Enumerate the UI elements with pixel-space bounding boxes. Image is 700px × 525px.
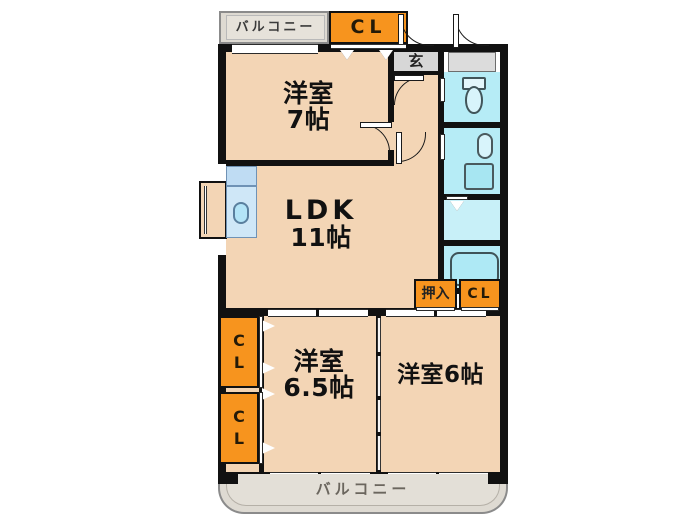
closet-cl-left-upper-border [219,316,259,388]
closet-cl-right-door-rail[interactable] [461,307,499,311]
balcony-bottom-nub-right [488,472,508,484]
closet-door-rail-1[interactable] [259,316,263,388]
window-washitsu-top[interactable] [232,44,318,54]
closet-cl-left-lower-label-l: L [233,429,245,448]
entrance-door-arc-2[interactable] [455,16,489,46]
balcony-bottom-label: バルコニー [315,480,411,499]
fusuma-between-bedrooms[interactable] [377,318,381,470]
closet-oshiire-door-rail[interactable] [416,307,455,311]
closet-cl-left-lower [219,392,259,464]
closet-cl-top [329,11,408,44]
exterior-wall-right [500,44,508,480]
genkan-label: 玄 [408,51,424,70]
closet-cl-left-upper-label-l: L [233,353,245,372]
room-ldk-label: LDK 11帖 [246,190,396,258]
interior-wall-washitsu-ldk [226,160,391,166]
closet-door-rail-2[interactable] [259,392,263,464]
kitchen-bumpout-window [204,186,207,234]
kitchen-sink-basin [233,202,249,224]
interior-wall-wet-column-left [438,122,444,308]
sliding-door-bedroom-right-joint [434,308,437,316]
door-entry-hall-leaf[interactable] [394,75,424,81]
laundry-door-marker[interactable] [446,196,468,200]
closet-arrow-icon-1 [262,320,275,332]
closet-arrow-icon-2 [262,362,275,374]
closet-cl-left-upper [219,316,259,388]
entrance-door-leaf[interactable] [398,14,404,48]
room-ldk-label-line1: LDK [284,194,358,226]
balcony-top-label: バルコニー [235,19,316,35]
room-washitsu-top-label-line2: 7帖 [286,105,331,134]
closet-cl-left-lower-label: C L [219,392,259,464]
exterior-wall-left [218,44,226,164]
wall-toilet-washroom [444,122,508,128]
room-washitsu-top-label: 洋室 7帖 [226,72,391,142]
balcony-top-inner-line [226,15,325,40]
toilet-bowl [465,86,483,114]
closet-cl-right [459,279,501,309]
room-bedroom-left-label-line1: 洋室 [293,346,345,376]
closet-cl-right-label: CL [467,285,493,302]
wall-laundry-bath [444,240,508,246]
room-bedroom-right-label-line1: 洋室6帖 [397,361,484,388]
closet-oshiire-label: 押入 [421,285,450,302]
balcony-bottom-nub-left [218,472,238,484]
room-bedroom-right-fill [381,316,500,472]
interior-wall-washitsu-right [388,52,394,122]
door-washroom[interactable] [440,134,445,160]
room-bedroom-left-label: 洋室 6.5帖 [262,340,376,410]
room-ldk-fill [226,160,444,308]
fusuma-joint-3 [376,432,381,436]
interior-wall-entry-bottom [391,69,438,75]
balcony-bottom-inner [226,474,500,506]
kitchen-counter-upper [226,166,257,186]
door-toilet[interactable] [440,78,445,102]
room-washitsu-top-label-line1: 洋室 [282,78,334,108]
closet-cl-top-arrow-icon-2 [379,50,393,60]
closet-cl-top-label: CL [350,15,387,38]
room-bedroom-right-label: 洋室6帖 [381,355,500,395]
fusuma-joint-1 [376,352,381,356]
interior-wall-washitsu-right-lower [388,150,394,166]
closet-cl-left-lower-border [219,392,259,464]
wall-washroom-laundry [444,194,508,200]
closet-cl-left-upper-label-c: C [233,331,245,351]
shoe-cabinet [448,52,496,72]
closet-cl-top-arrow-icon-1 [340,50,354,60]
sliding-door-bedroom-left-joint [316,308,319,316]
closet-cl-left-lower-label-c: C [233,407,245,427]
closet-cl-top-door-rail[interactable] [331,44,406,49]
closet-oshiire [414,279,457,309]
closet-cl-left-upper-label: C L [219,316,259,388]
closet-arrow-icon-4 [262,442,275,454]
room-ldk-label-line2: 11帖 [290,223,352,253]
fusuma-joint-2 [376,396,381,400]
room-bedroom-left-label-line2: 6.5帖 [283,373,355,402]
closet-arrow-icon-3 [262,388,275,400]
genkan-tataki [394,52,438,71]
washbasin [477,133,493,159]
door-washitsu-top-leaf[interactable] [360,122,392,128]
door-ldk-leaf[interactable] [396,132,402,164]
washing-machine-pan [464,163,494,190]
laundry-door-arrow-icon [450,201,464,211]
entrance-door-leaf-2[interactable] [453,14,459,48]
